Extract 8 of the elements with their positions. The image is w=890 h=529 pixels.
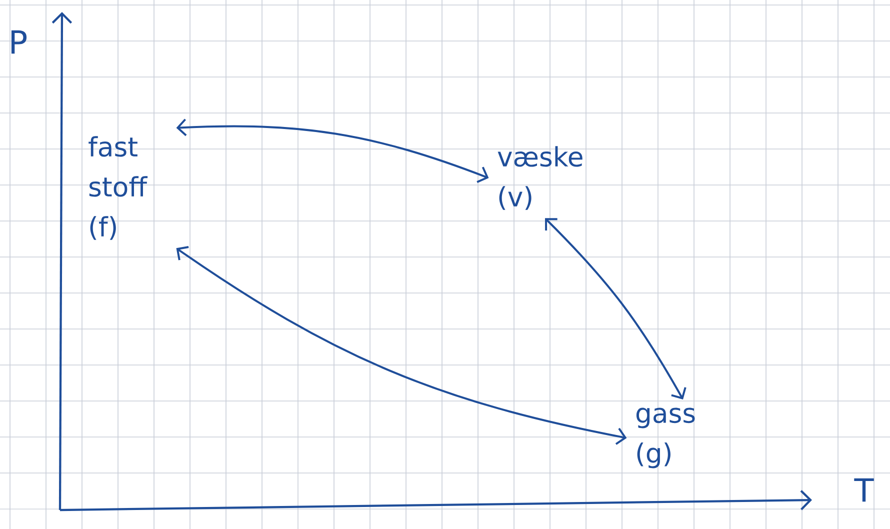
axis-label: P (12, 30, 27, 54)
double-arrow (176, 118, 489, 183)
axis-label: T (854, 478, 874, 502)
double-arrow (545, 218, 686, 400)
double-arrow (176, 246, 627, 445)
phase-label: fast stoff (f) (88, 136, 148, 240)
phase-label: væske (v) (498, 146, 582, 210)
phase-label: gass (g) (636, 408, 695, 468)
